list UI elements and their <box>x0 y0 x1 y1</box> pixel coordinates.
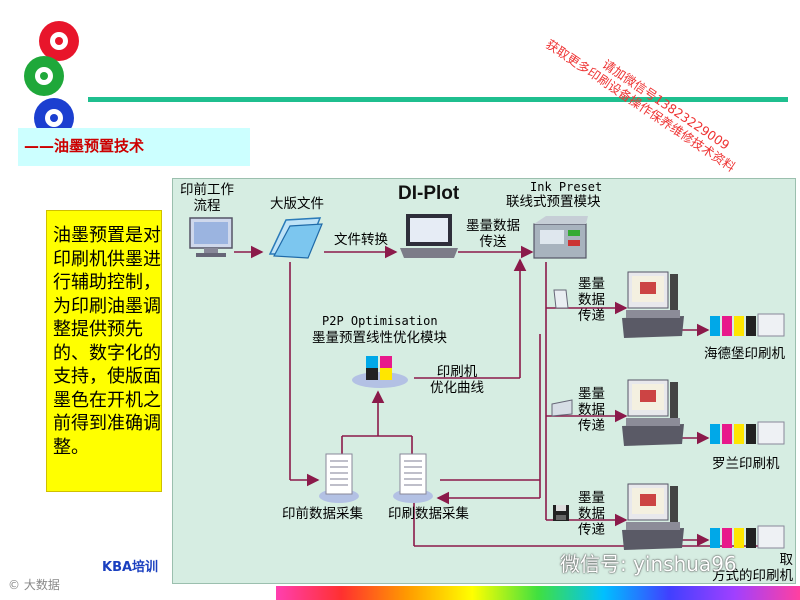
kba-training-label: KBA培训 <box>102 560 159 575</box>
rainbow-strip <box>276 586 800 600</box>
prepress-data-doc-icon <box>319 453 359 503</box>
source-logo-text: 大数据 <box>23 578 60 592</box>
diplot-laptop-icon <box>400 214 458 258</box>
heidelberg-label: 海德堡印刷机 <box>704 346 785 362</box>
press-console-3-icon <box>622 483 684 550</box>
ink-data-2-label: 墨量 数据 传递 <box>578 386 605 434</box>
print-collect-label: 印刷数据采集 <box>388 506 469 522</box>
roland-press-icon <box>710 421 785 445</box>
accent-line <box>88 97 788 102</box>
p2p-en-label: P2P Optimisation <box>322 314 438 328</box>
heidelberg-press-icon <box>710 313 785 337</box>
other-press-label: 取 方式的印刷机 <box>712 552 793 584</box>
p2p-cn-label: 墨量预置线性优化模块 <box>312 330 447 346</box>
prepress-workflow-label: 印前工作 流程 <box>180 182 234 214</box>
ink-preset-module-icon <box>533 216 588 259</box>
plate-icon <box>553 289 569 309</box>
wechat-watermark: 微信号: yinshua96 <box>560 552 737 576</box>
prepress-monitor-icon <box>189 217 233 257</box>
other-press-icon <box>710 525 785 549</box>
imposition-folder-icon <box>268 217 323 259</box>
imposition-file-label: 大版文件 <box>270 196 324 212</box>
source-logo: © 大数据 <box>8 576 60 593</box>
ink-data-1-label: 墨量 数据 传递 <box>578 276 605 324</box>
press-curve-label: 印刷机 优化曲线 <box>430 364 484 396</box>
description-box <box>46 210 162 492</box>
diplot-label: DI-Plot <box>398 183 460 204</box>
press-console-1-icon <box>622 271 684 338</box>
ink-preset-cn-label: 联线式预置模块 <box>506 194 601 210</box>
p2p-cmyk-icon <box>352 356 408 388</box>
prepress-collect-label: 印前数据采集 <box>282 506 363 522</box>
file-conversion-label: 文件转换 <box>334 232 388 248</box>
scanner-icon <box>551 399 573 417</box>
print-data-doc-icon <box>393 453 433 503</box>
floppy-disk-icon <box>553 505 569 521</box>
ink-preset-en-label: Ink Preset <box>530 180 603 194</box>
description-text: 油墨预置是对印刷机供墨进行辅助控制，为印刷油墨调整提供预先的、数字化的支持，使版… <box>53 225 161 458</box>
ink-data-transfer-label: 墨量数据 传送 <box>466 218 520 250</box>
ink-data-3-label: 墨量 数据 传递 <box>578 490 605 538</box>
page-title: ——油墨预置技术 <box>24 137 145 155</box>
source-logo-icon: © <box>8 578 20 592</box>
title-box <box>18 128 250 166</box>
press-console-2-icon <box>622 379 684 446</box>
roland-label: 罗兰印刷机 <box>712 456 780 472</box>
